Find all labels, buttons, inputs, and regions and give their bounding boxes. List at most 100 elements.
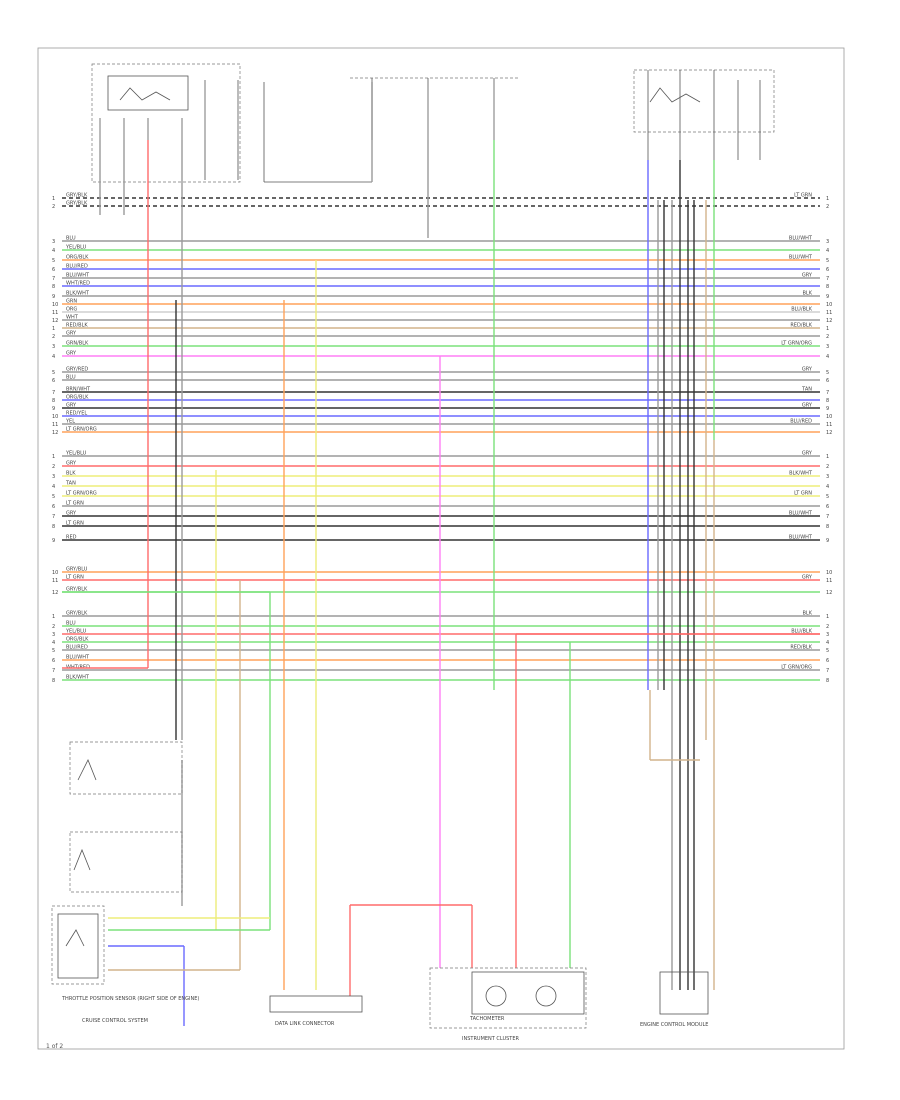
pin-number: 6 xyxy=(826,504,829,510)
left-bottom-sensors: THROTTLE POSITION SENSOR (RIGHT SIDE OF … xyxy=(51,741,199,1024)
wire-label-left: BLK xyxy=(66,471,76,477)
wire-label-left: GRY/BLU xyxy=(66,567,88,573)
wire-label-left: GRY/BLK xyxy=(66,611,88,617)
bottom-right-module: ENGINE CONTROL MODULE xyxy=(640,971,708,1028)
pin-number: 9 xyxy=(52,406,55,412)
pin-number: 3 xyxy=(826,632,829,638)
wire-label-left: ORG/BLK xyxy=(66,637,89,643)
pin-number: 5 xyxy=(826,370,829,376)
pin-number: 7 xyxy=(52,390,55,396)
pin-number: 2 xyxy=(52,204,55,210)
pin-number: 2 xyxy=(52,624,55,630)
pin-number: 1 xyxy=(52,196,55,202)
wire-label-left: WHT xyxy=(66,315,79,321)
pin-number: 8 xyxy=(52,678,55,684)
pin-number: 3 xyxy=(826,474,829,480)
wire-label-left: BLK/WHT xyxy=(66,291,90,297)
pin-number: 6 xyxy=(826,658,829,664)
pin-number: 1 xyxy=(826,326,829,332)
wire-label-right: GRY xyxy=(802,575,813,581)
pin-number: 11 xyxy=(826,310,832,316)
page-number: 1 of 2 xyxy=(46,1043,64,1050)
wire-label-left: BLU/WHT xyxy=(66,273,90,279)
pin-number: 5 xyxy=(52,370,55,376)
pin-number: 3 xyxy=(52,344,55,350)
pin-number: 11 xyxy=(52,422,58,428)
pin-number: 7 xyxy=(52,276,55,282)
ecm-label: ENGINE CONTROL MODULE xyxy=(640,1022,708,1028)
pin-number: 2 xyxy=(52,334,55,340)
wire-label-right: BLK xyxy=(803,611,813,617)
wire-label-left: YEL/BLU xyxy=(65,451,87,457)
wire-label-right: BLU/WHT xyxy=(789,255,813,261)
pin-number: 10 xyxy=(52,414,58,420)
pin-number: 5 xyxy=(826,494,829,500)
wire-label-right: RED/BLK xyxy=(790,645,812,651)
pin-number: 2 xyxy=(826,464,829,470)
wire-label-left: BLU xyxy=(66,621,76,627)
pin-number: 6 xyxy=(52,504,55,510)
pin-number: 11 xyxy=(826,578,832,584)
pin-number: 6 xyxy=(52,378,55,384)
pin-number: 4 xyxy=(826,354,829,360)
wire-label-right: GRY xyxy=(802,367,813,373)
pin-number: 4 xyxy=(826,640,829,646)
pin-number: 11 xyxy=(826,422,832,428)
pin-number: 8 xyxy=(52,398,55,404)
wire-label-left: GRY/BLK xyxy=(66,587,88,593)
wire-label-left: GRN/BLK xyxy=(66,341,89,347)
wire-label-right: GRY xyxy=(802,451,813,457)
wire-label-left: GRY xyxy=(66,351,77,357)
instrument-cluster: INSTRUMENT CLUSTER TACHOMETER xyxy=(429,967,587,1042)
pin-number: 1 xyxy=(826,196,829,202)
wire-label-left: GRY xyxy=(66,403,77,409)
wire-label-left: TAN xyxy=(65,481,76,487)
pin-number: 1 xyxy=(826,614,829,620)
top-middle-connector xyxy=(263,77,520,183)
wire-label-left: GRY/BLK xyxy=(66,193,88,199)
pin-number: 7 xyxy=(826,668,829,674)
pin-number: 1 xyxy=(826,454,829,460)
wire-label-left: GRY/RED xyxy=(66,367,88,373)
pin-number: 7 xyxy=(826,390,829,396)
pin-number: 9 xyxy=(826,294,829,300)
pin-number: 10 xyxy=(826,302,832,308)
pin-number: 12 xyxy=(52,318,58,324)
instrument-cluster-label: INSTRUMENT CLUSTER xyxy=(462,1036,520,1042)
pin-number: 1 xyxy=(52,326,55,332)
wire-label-right: BLU/WHT xyxy=(789,535,813,541)
wire-label-right: LT GRN xyxy=(794,491,812,497)
pin-number: 8 xyxy=(52,284,55,290)
wire-label-left: BLU/RED xyxy=(66,264,88,270)
wire-label-left: LT GRN xyxy=(66,575,84,581)
wire-label-right: BLU/WHT xyxy=(789,236,813,242)
pin-number: 6 xyxy=(52,658,55,664)
pin-number: 7 xyxy=(826,514,829,520)
pin-number: 11 xyxy=(52,310,58,316)
pin-number: 10 xyxy=(52,302,58,308)
wire-label-left: LT GRN/ORG xyxy=(66,491,97,497)
pin-number: 5 xyxy=(826,258,829,264)
wire-label-right: RED/BLK xyxy=(790,323,812,329)
pin-number: 12 xyxy=(826,318,832,324)
wire-label-left: YEL/BLU xyxy=(65,629,87,635)
pin-number: 3 xyxy=(826,344,829,350)
pin-number: 1 xyxy=(52,454,55,460)
wire-label-left: WHT/RED xyxy=(66,281,90,287)
wire-label-left: BLU xyxy=(66,375,76,381)
wire-label-left: BLU xyxy=(66,236,76,242)
pin-number: 2 xyxy=(826,334,829,340)
pin-number: 2 xyxy=(826,624,829,630)
wire-label-left: BLU/WHT xyxy=(66,655,90,661)
pin-number: 5 xyxy=(52,494,55,500)
wire-label-left: RED/YEL xyxy=(66,411,87,417)
wire-label-right: BLU/BLK xyxy=(791,307,813,313)
pin-number: 9 xyxy=(826,406,829,412)
wire-label-left: LT GRN xyxy=(66,501,84,507)
pin-number: 6 xyxy=(52,267,55,273)
pin-number: 4 xyxy=(52,640,55,646)
wire-label-left: GRY xyxy=(66,331,77,337)
pin-number: 7 xyxy=(52,514,55,520)
diagram-frame xyxy=(37,47,845,1050)
wire-label-left: BLK/WHT xyxy=(66,675,90,681)
